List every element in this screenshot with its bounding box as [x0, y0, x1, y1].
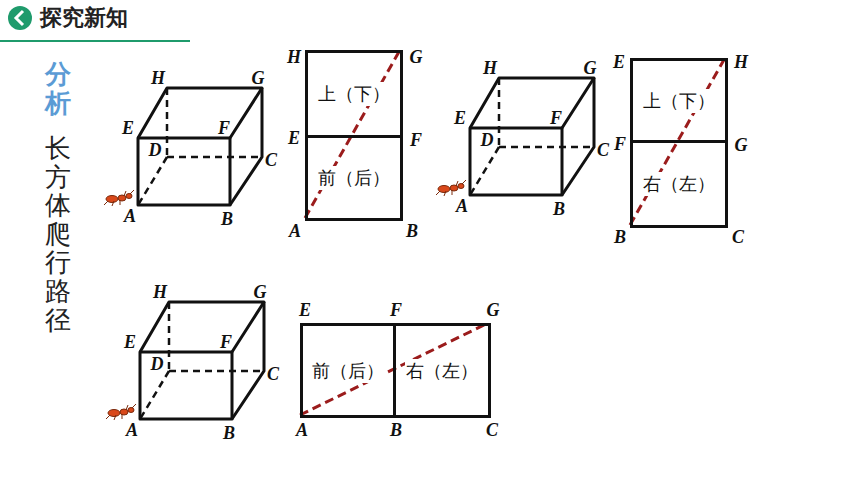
vertex-letter: E [124, 332, 136, 353]
vertex-letter: D [151, 354, 164, 375]
vertex-letter: G [410, 47, 423, 68]
vertex-letter: B [406, 221, 418, 242]
vertex-letter: G [252, 68, 265, 89]
cuboid-figure [436, 78, 594, 196]
vertex-letter: A [296, 420, 308, 441]
page-title: 探究新知 [40, 3, 128, 33]
vertex-letter: A [289, 221, 301, 242]
net-face: 右（左） [393, 323, 491, 418]
cuboid-figure [104, 88, 262, 206]
vertex-letter: A [456, 196, 468, 217]
face-label: 右（左） [642, 172, 716, 196]
header-icon [8, 6, 32, 30]
vertex-letter: C [486, 420, 498, 441]
vertex-letter: F [550, 108, 562, 129]
net-face: 前（后） [305, 135, 403, 221]
vertex-letter: E [288, 128, 300, 149]
vertex-letter: E [613, 52, 625, 73]
vertex-letter: G [584, 58, 597, 79]
vertex-letter: B [223, 423, 235, 444]
header-rule [0, 40, 190, 42]
header-icon-mark [16, 11, 23, 25]
net-face: 上（下） [305, 50, 403, 138]
vertex-letter: E [454, 108, 466, 129]
vertex-letter: F [410, 130, 422, 151]
vertex-letter: C [267, 364, 279, 385]
vertex-letter: G [487, 300, 500, 321]
vertex-letter: A [124, 206, 136, 227]
net-face: 前（后） [300, 323, 396, 418]
vertex-letter: F [614, 134, 626, 155]
vertex-letter: A [126, 420, 138, 441]
net-face: 右（左） [630, 140, 728, 228]
face-label: 上（下） [642, 89, 716, 113]
section-heading: 分析 [45, 60, 71, 117]
shortest-path [305, 50, 400, 218]
vertex-letter: C [597, 140, 609, 161]
vertex-letter: G [735, 135, 748, 156]
vertex-letter: C [732, 227, 744, 248]
vertex-letter: D [149, 140, 162, 161]
vertex-letter: H [153, 282, 167, 303]
vertex-letter: F [220, 332, 232, 353]
topic-column: 长方体爬行路径 [45, 134, 71, 334]
vertex-letter: B [614, 227, 626, 248]
vertex-letter: B [221, 209, 233, 230]
vertex-letter: H [483, 58, 497, 79]
vertex-letter: D [481, 130, 494, 151]
vertex-letter: C [265, 150, 277, 171]
vertex-letter: F [218, 118, 230, 139]
face-label: 右（左） [405, 359, 479, 383]
vertex-letter: B [390, 420, 402, 441]
vertex-letter: E [299, 300, 311, 321]
vertex-letter: E [122, 118, 134, 139]
vertex-letter: H [734, 52, 748, 73]
face-label: 上（下） [317, 82, 391, 106]
vertex-letter: F [390, 300, 402, 321]
vertex-letter: G [254, 282, 267, 303]
vertex-letter: H [287, 47, 301, 68]
face-label: 前（后） [317, 166, 391, 190]
face-label: 前（后） [311, 359, 385, 383]
vertex-letter: B [553, 199, 565, 220]
vertex-letter: H [151, 68, 165, 89]
net-face: 上（下） [630, 58, 728, 143]
cuboid-figure [106, 302, 264, 420]
